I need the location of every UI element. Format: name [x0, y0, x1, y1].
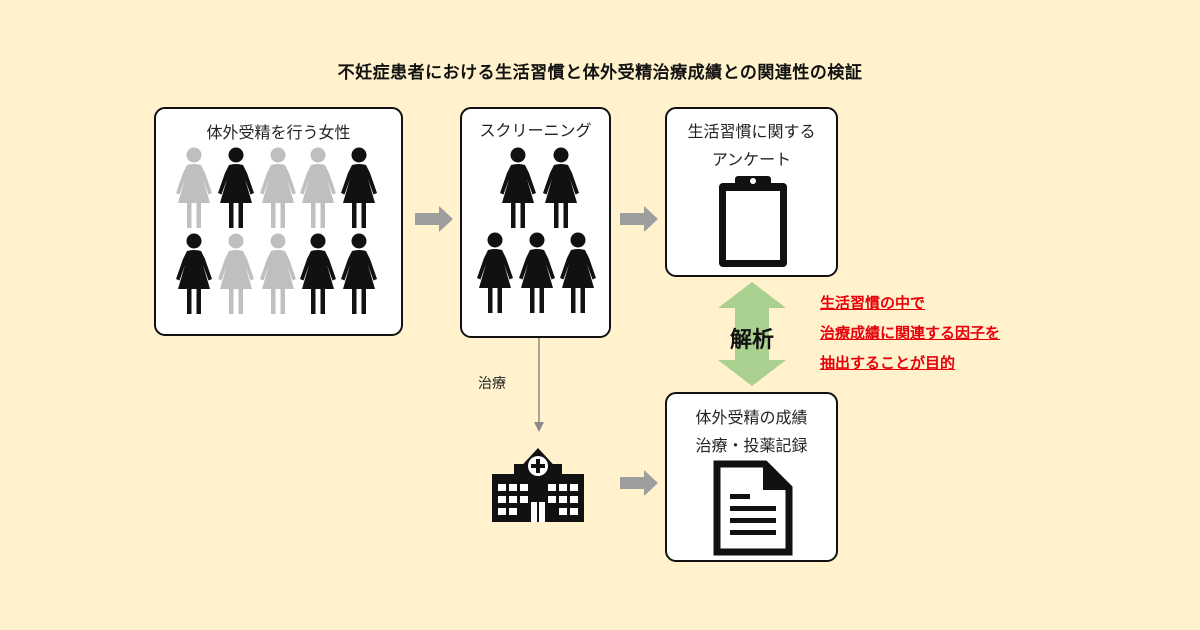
- results-box-label-line1: 体外受精の成績: [695, 408, 808, 427]
- woman-icon: [339, 233, 379, 315]
- screening-box-label: スクリーニング: [479, 121, 592, 140]
- woman-icon: [298, 147, 338, 229]
- woman-icon: [174, 233, 214, 315]
- arrow-right-2: [620, 206, 658, 232]
- annotation-line1: 生活習慣の中で: [820, 294, 926, 312]
- annotation-line3: 抽出することが目的: [820, 354, 956, 372]
- woman-icon: [298, 233, 338, 315]
- woman-icon: [174, 147, 214, 229]
- woman-icon: [517, 232, 557, 314]
- diagram-title: 不妊症患者における生活習慣と体外受精治療成績との関連性の検証: [337, 63, 863, 83]
- woman-icon: [339, 147, 379, 229]
- analysis-double-arrow: [718, 282, 786, 386]
- woman-icon: [475, 232, 515, 314]
- survey-box: 生活習慣に関する アンケート: [665, 107, 838, 277]
- document-icon: [713, 460, 793, 556]
- women-box-label: 体外受精を行う女性: [206, 123, 351, 142]
- woman-icon: [216, 147, 256, 229]
- woman-icon: [258, 147, 298, 229]
- annotation-line2: 治療成績に関連する因子を: [820, 324, 1001, 342]
- woman-icon: [216, 233, 256, 315]
- hospital-icon: [492, 448, 584, 522]
- woman-icon: [498, 147, 538, 229]
- results-box-label-line2: 治療・投薬記録: [695, 436, 808, 455]
- survey-box-label-line1: 生活習慣に関する: [687, 122, 816, 141]
- results-box: 体外受精の成績 治療・投薬記録: [665, 392, 838, 562]
- woman-icon: [558, 232, 598, 314]
- treatment-down-arrow: [534, 338, 544, 432]
- woman-icon: [258, 233, 298, 315]
- survey-box-label-line2: アンケート: [711, 150, 792, 169]
- arrow-right-3: [620, 470, 658, 496]
- analysis-label: 解析: [729, 328, 774, 353]
- arrow-right-1: [415, 206, 453, 232]
- clipboard-icon: [719, 176, 787, 267]
- treatment-label: 治療: [478, 376, 506, 392]
- screening-box: スクリーニング: [460, 107, 611, 338]
- woman-icon: [541, 147, 581, 229]
